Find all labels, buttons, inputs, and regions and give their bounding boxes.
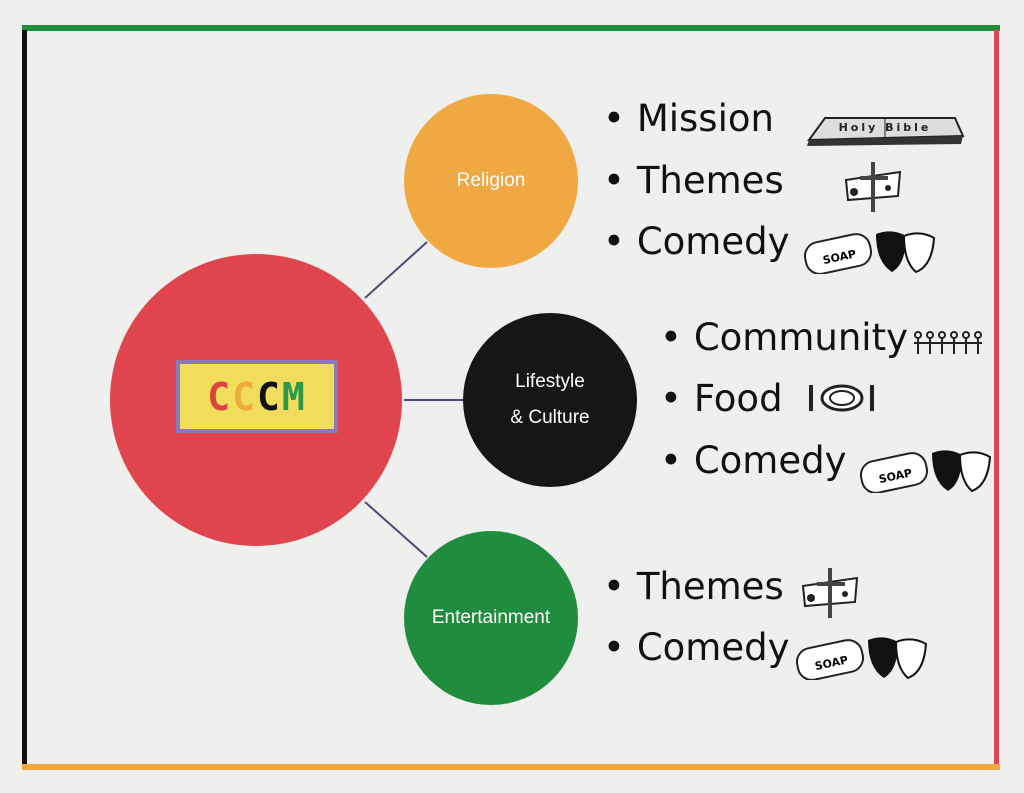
- list-item: Comedy: [603, 222, 790, 262]
- list-item: Community: [660, 318, 908, 358]
- masks-icon: [868, 637, 928, 680]
- logo-letter: M: [281, 374, 307, 419]
- plate-utensils-icon: [809, 384, 874, 412]
- bible-title: Holy Bible: [839, 121, 932, 134]
- soap-masks-icon: SOAP: [803, 231, 936, 274]
- soap-icon: SOAP: [803, 233, 873, 274]
- bible-icon: Holy Bible: [806, 117, 965, 146]
- logo-letter: C: [257, 374, 282, 419]
- people-icon: [914, 331, 982, 354]
- soap-icon: SOAP: [795, 639, 865, 680]
- soap-masks-icon: SOAP: [859, 450, 992, 493]
- list-item: Themes: [603, 567, 784, 607]
- soap-masks-icon: SOAP: [795, 637, 928, 680]
- border-bottom: [22, 764, 1000, 770]
- music-cross-icon: [844, 162, 902, 212]
- entertainment-circle: Entertainment: [404, 531, 578, 705]
- border-left: [22, 30, 27, 768]
- lifestyle-label: Lifestyle: [515, 371, 585, 392]
- list-item: Comedy: [603, 628, 790, 668]
- entertainment-label: Entertainment: [431, 607, 551, 628]
- cccm-logo: C C C M: [176, 360, 338, 433]
- border-top: [22, 25, 1000, 31]
- list-item: Themes: [603, 161, 784, 201]
- music-cross-icon: [801, 568, 859, 618]
- logo-letter: C: [232, 374, 257, 419]
- list-item: Food: [660, 379, 783, 419]
- masks-icon: [932, 450, 992, 493]
- logo-letter: C: [207, 374, 233, 419]
- soap-icon: SOAP: [859, 452, 929, 493]
- culture-label: & Culture: [510, 407, 590, 428]
- masks-icon: [876, 231, 936, 274]
- religion-label: Religion: [456, 170, 526, 191]
- border-right: [994, 30, 999, 768]
- list-item: Mission: [603, 99, 774, 139]
- lifestyle-circle: Lifestyle & Culture: [463, 313, 637, 487]
- list-item: Comedy: [660, 441, 847, 481]
- religion-circle: Religion: [404, 94, 578, 268]
